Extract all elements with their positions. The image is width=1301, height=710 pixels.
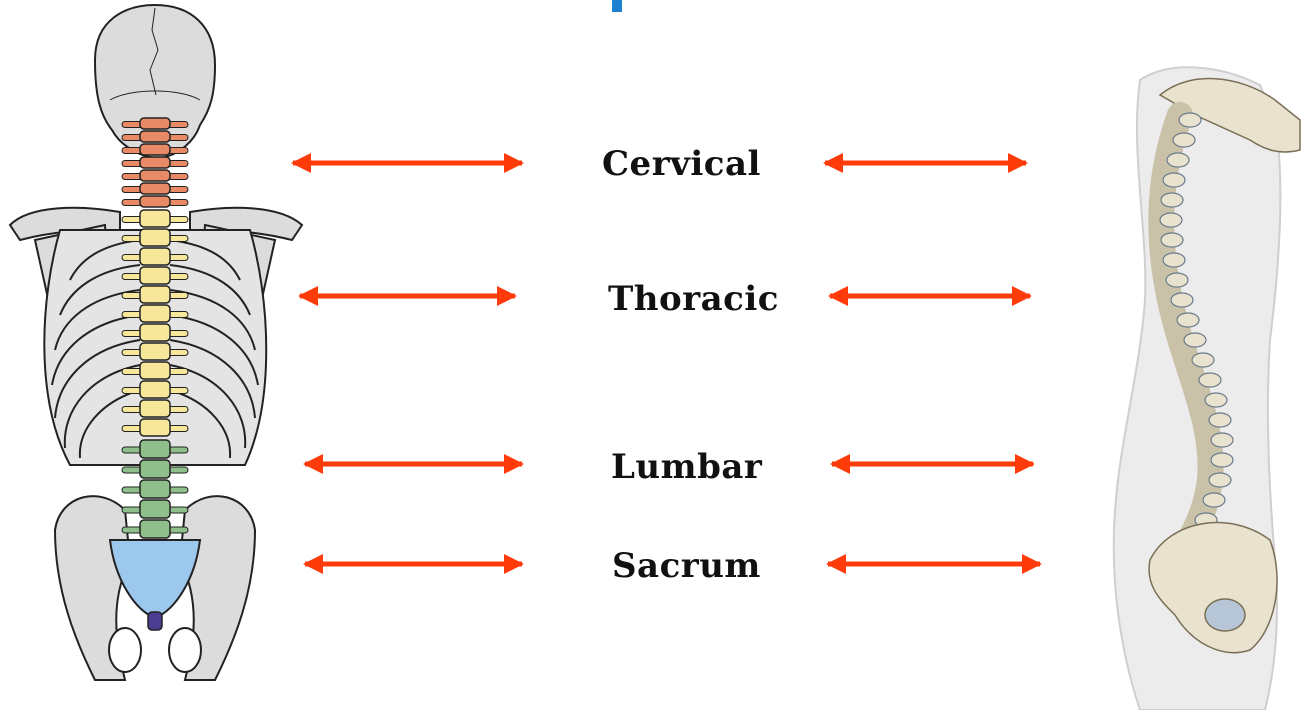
lateral-vertebra	[1163, 253, 1185, 267]
lateral-vertebra	[1192, 353, 1214, 367]
lateral-vertebra	[1161, 233, 1183, 247]
lateral-vertebra	[1161, 193, 1183, 207]
lateral-vertebra	[1179, 113, 1201, 127]
hip-socket	[1205, 599, 1245, 631]
lateral-vertebra	[1166, 273, 1188, 287]
label-lumbar: Lumbar	[611, 447, 762, 487]
lateral-vertebra	[1211, 433, 1233, 447]
label-thoracic: Thoracic	[608, 279, 779, 319]
lateral-vertebra	[1209, 473, 1231, 487]
lateral-vertebra	[1203, 493, 1225, 507]
lateral-vertebra	[1167, 153, 1189, 167]
lateral-vertebra	[1177, 313, 1199, 327]
lateral-vertebra	[1160, 213, 1182, 227]
lateral-vertebra	[1163, 173, 1185, 187]
lateral-skeleton-illustration	[1100, 40, 1301, 710]
lateral-vertebra	[1171, 293, 1193, 307]
label-sacrum: Sacrum	[612, 546, 761, 586]
lateral-vertebra	[1184, 333, 1206, 347]
lateral-vertebra	[1209, 413, 1231, 427]
lateral-vertebra	[1205, 393, 1227, 407]
lateral-vertebra	[1173, 133, 1195, 147]
label-cervical: Cervical	[602, 144, 761, 184]
lateral-vertebra	[1199, 373, 1221, 387]
lateral-vertebra	[1211, 453, 1233, 467]
